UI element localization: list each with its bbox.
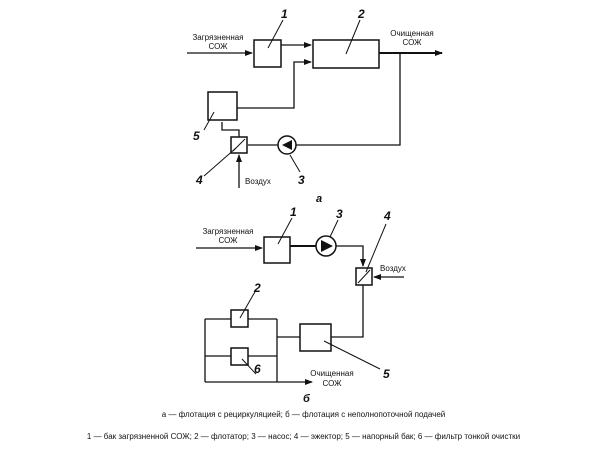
pump-arrow-b bbox=[321, 240, 333, 252]
label-1-b: 1 bbox=[290, 205, 297, 219]
flow-ejector-tank-a bbox=[221, 122, 240, 137]
label-4-b: 4 bbox=[383, 209, 391, 223]
label-3-b: 3 bbox=[336, 207, 343, 221]
leader-3-a bbox=[289, 154, 301, 173]
flow-ejector-tank-b bbox=[331, 285, 364, 338]
pressure-tank-a bbox=[207, 91, 238, 121]
leader-2-a bbox=[345, 19, 361, 55]
inlet-label-a-line1: Загрязненная bbox=[192, 33, 243, 42]
leader-4-b bbox=[365, 223, 387, 273]
inlet-label-b-line2: СОЖ bbox=[218, 236, 238, 245]
label-2-a: 2 bbox=[357, 7, 365, 21]
outlet-label-a-line2: СОЖ bbox=[402, 38, 422, 47]
leader-2-b bbox=[239, 289, 257, 319]
leader-6-b bbox=[241, 358, 257, 375]
flow-tank-flotator-a bbox=[237, 59, 312, 109]
tank-contaminated-a bbox=[253, 39, 282, 68]
diagram-a: Загрязненная СОЖ 1 2 Очищенная СОЖ 3 4 bbox=[187, 7, 443, 205]
flow-pump-ejector-b bbox=[336, 245, 366, 267]
label-2-b: 2 bbox=[253, 281, 261, 295]
leader-1-a bbox=[267, 19, 284, 49]
inlet-label-a-line2: СОЖ bbox=[208, 42, 228, 51]
label-4-a: 4 bbox=[195, 173, 203, 187]
ejector-diagonal-b bbox=[357, 269, 371, 284]
leader-5-b bbox=[323, 340, 381, 370]
air-label-b: Воздух bbox=[380, 264, 406, 273]
legend-line-2: 1 — бак загрязненной СОЖ; 2 — флотатор; … bbox=[86, 432, 521, 441]
leader-5-a bbox=[203, 111, 215, 131]
label-5-b: 5 bbox=[383, 367, 390, 381]
recirculation-line-a bbox=[296, 53, 401, 146]
outlet-label-b-line1: Очищенная bbox=[310, 369, 353, 378]
label-6-b: 6 bbox=[254, 362, 261, 376]
pressure-tank-b bbox=[299, 323, 332, 352]
inlet-label-b-line1: Загрязненная bbox=[202, 227, 253, 236]
flotator-b bbox=[230, 309, 249, 328]
caption-a: а bbox=[316, 193, 322, 205]
leader-4-a bbox=[203, 147, 237, 177]
diagram-b: Загрязненная СОЖ 1 3 4 Воздух 5 bbox=[196, 205, 406, 405]
leader-3-b bbox=[329, 219, 339, 238]
air-label-a: Воздух bbox=[245, 177, 271, 186]
legend-line-1: а — флотация с рециркуляцией; б — флотац… bbox=[161, 410, 446, 419]
leader-1-b bbox=[277, 217, 293, 245]
outlet-label-b-line2: СОЖ bbox=[322, 379, 342, 388]
tank-contaminated-b bbox=[263, 236, 291, 264]
caption-b: б bbox=[303, 393, 311, 405]
label-1-a: 1 bbox=[281, 7, 288, 21]
pump-arrow-a bbox=[282, 140, 292, 150]
label-3-a: 3 bbox=[298, 173, 305, 187]
outlet-label-a-line1: Очищенная bbox=[390, 29, 433, 38]
label-5-a: 5 bbox=[193, 129, 200, 143]
